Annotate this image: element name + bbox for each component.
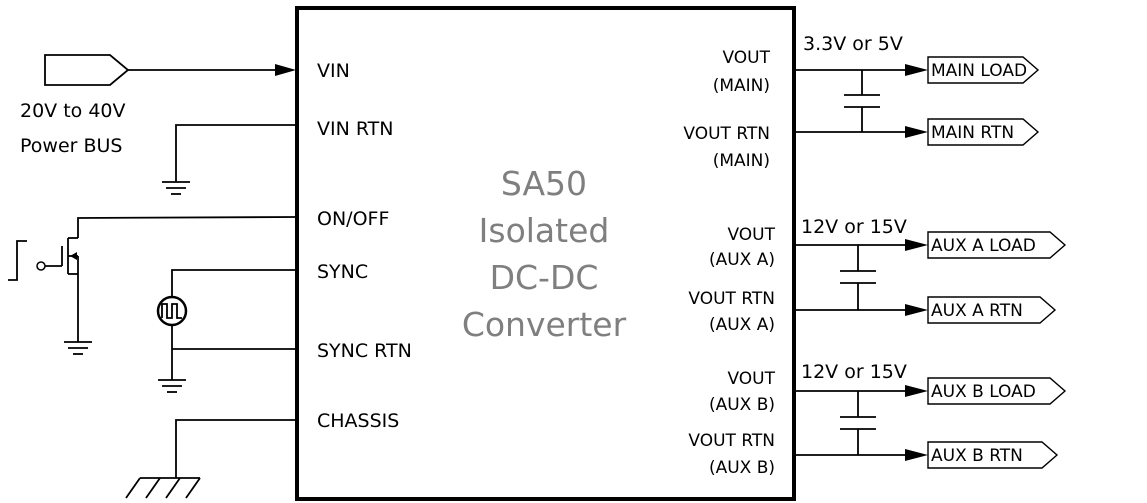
main-load-arrow-icon bbox=[905, 64, 928, 76]
auxb-voltage-label: 12V or 15V bbox=[801, 361, 907, 383]
capacitor-icon bbox=[840, 391, 876, 455]
title-line-3: DC-DC bbox=[490, 258, 599, 297]
capacitor-icon bbox=[840, 245, 876, 310]
main-rtn-arrow-icon bbox=[905, 126, 928, 138]
input-bus-label: Power BUS bbox=[20, 135, 123, 157]
auxb-rtn-label: AUX B RTN bbox=[931, 446, 1023, 466]
auxb-load-label: AUX B LOAD bbox=[931, 382, 1036, 402]
title-line-4: Converter bbox=[462, 305, 627, 344]
power-bus-connector bbox=[44, 54, 130, 86]
pin-auxa-rtn-label-1: VOUT RTN bbox=[688, 289, 775, 309]
pin-auxa-vout-label-2: (AUX A) bbox=[709, 250, 775, 270]
auxb-load-arrow-icon bbox=[905, 385, 928, 397]
converter-block bbox=[295, 6, 796, 501]
converter-title: SA50 Isolated DC-DC Converter bbox=[462, 164, 627, 344]
pin-sync-label: SYNC bbox=[317, 261, 368, 283]
chassis-ground-icon bbox=[125, 477, 201, 499]
vin-arrow-icon bbox=[275, 64, 296, 76]
capacitor-icon bbox=[844, 70, 880, 132]
pin-auxb-rtn-label-2: (AUX B) bbox=[709, 458, 775, 478]
pin-sync-rtn-label: SYNC RTN bbox=[317, 340, 412, 362]
ground-icon bbox=[158, 379, 186, 393]
main-load-connector bbox=[927, 56, 1040, 84]
pin-auxb-vout-label-1: VOUT bbox=[727, 369, 775, 389]
ground-icon bbox=[162, 181, 190, 195]
pin-auxb-rtn-label-1: VOUT RTN bbox=[688, 431, 775, 451]
main-load-label: MAIN LOAD bbox=[931, 61, 1027, 81]
pin-main-rtn-label-2: (MAIN) bbox=[713, 151, 770, 171]
mosfet-switch-icon bbox=[8, 237, 79, 281]
pin-main-vout-label-1: VOUT bbox=[722, 48, 770, 68]
pin-vin-rtn-label: VIN RTN bbox=[317, 118, 394, 140]
pin-vin-label: VIN bbox=[317, 60, 350, 82]
auxa-load-label: AUX A LOAD bbox=[931, 236, 1036, 256]
main-voltage-label: 3.3V or 5V bbox=[803, 33, 903, 55]
chassis-wire bbox=[175, 419, 297, 478]
pin-auxa-rtn-label-2: (AUX A) bbox=[709, 315, 775, 335]
auxa-rtn-connector bbox=[927, 296, 1057, 324]
auxa-load-connector bbox=[927, 231, 1067, 259]
pin-main-rtn-label-1: VOUT RTN bbox=[683, 124, 770, 144]
title-line-1: SA50 bbox=[501, 164, 587, 203]
pin-auxb-vout-label-2: (AUX B) bbox=[709, 395, 775, 415]
on-off-wire bbox=[77, 216, 298, 238]
auxa-rtn-label: AUX A RTN bbox=[931, 301, 1023, 321]
ground-icon bbox=[64, 341, 92, 355]
auxa-rtn-arrow-icon bbox=[905, 304, 928, 316]
pin-main-vout-label-2: (MAIN) bbox=[713, 76, 770, 96]
sync-wire bbox=[171, 269, 297, 297]
input-range-label: 20V to 40V bbox=[20, 100, 126, 122]
pin-on-off-label: ON/OFF bbox=[317, 208, 389, 230]
vin-rtn-wire bbox=[175, 124, 297, 182]
auxb-rtn-arrow-icon bbox=[905, 449, 928, 461]
auxa-load-arrow-icon bbox=[905, 239, 928, 251]
title-line-2: Isolated bbox=[479, 211, 610, 250]
auxa-voltage-label: 12V or 15V bbox=[801, 216, 907, 238]
square-wave-source-icon bbox=[156, 295, 188, 327]
auxb-rtn-connector bbox=[927, 441, 1059, 469]
main-rtn-connector bbox=[927, 118, 1040, 146]
pin-auxa-vout-label-1: VOUT bbox=[727, 225, 775, 245]
auxb-load-connector bbox=[927, 377, 1067, 405]
main-rtn-label: MAIN RTN bbox=[931, 123, 1014, 143]
pin-chassis-label: CHASSIS bbox=[317, 410, 399, 432]
